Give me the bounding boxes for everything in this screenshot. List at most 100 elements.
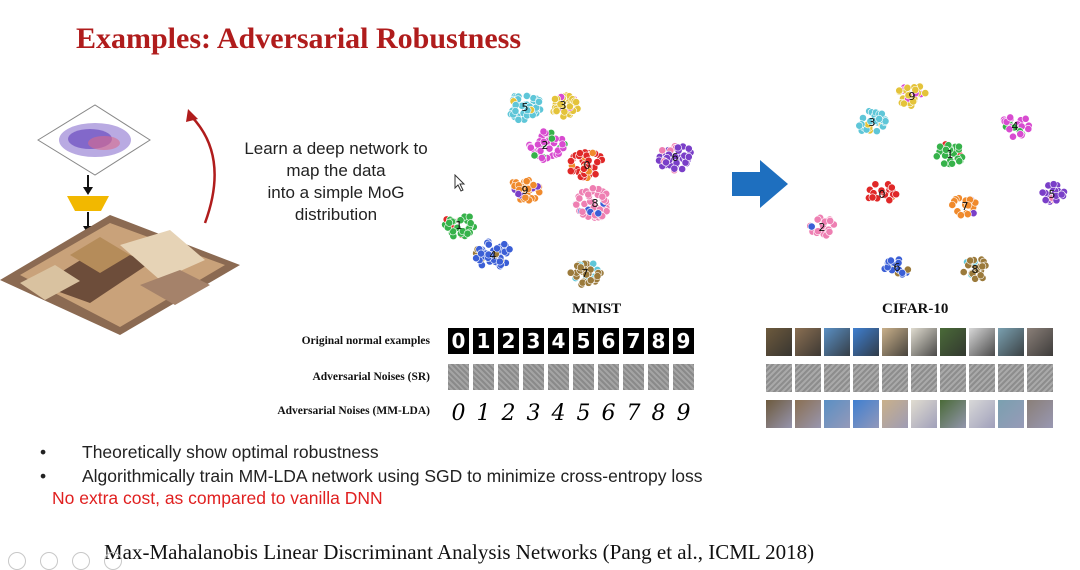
pen-icon[interactable] [40,552,58,570]
bullet-text: Theoretically show optimal robustness [82,441,379,462]
cluster-label: 9 [522,184,529,197]
bullet-list: •Theoretically show optimal robustness •… [40,440,702,488]
slides-icon[interactable] [72,552,90,570]
image-mosaic [0,215,240,335]
cluster: 5 [506,92,544,124]
mnist-adv-digit: 6 [601,400,616,426]
mnist-digit: 8 [648,328,669,354]
cifar-mmlda-row [766,400,1053,428]
citation: Max-Mahalanobis Linear Discriminant Anal… [104,540,815,564]
cluster-label: 7 [962,200,969,213]
cluster: 8 [959,255,990,283]
presentation-toolbar [8,552,122,570]
cifar-image [911,328,937,356]
cifar-adv-image [911,400,937,428]
noise-image [673,364,694,390]
noise-image [523,364,544,390]
cluster-label: 5 [1049,188,1056,201]
row-label-sr: Adversarial Noises (SR) [312,371,430,383]
mnist-digit: 9 [673,328,694,354]
intro-line: map the data [286,161,386,180]
cluster: 9 [895,82,930,110]
cluster-label: 3 [869,116,876,129]
cifar-adv-image [853,400,879,428]
cifar-adv-image [940,400,966,428]
cursor-icon [454,174,466,192]
cifar-adv-image [882,400,908,428]
red-note: No extra cost, as compared to vanilla DN… [52,488,383,508]
bullet-text: Algorithmically train MM-LDA network usi… [82,465,703,486]
mnist-adv-digit: 9 [676,400,691,426]
mnist-label: MNIST [572,301,622,317]
slide-title: Examples: Adversarial Robustness [76,22,522,55]
network-diagram [0,104,240,335]
cifar-image [853,328,879,356]
cifar-image [969,328,995,356]
mnist-digit: 3 [523,328,544,354]
intro-line: into a simple MoG [267,183,405,202]
cifar-image [824,328,850,356]
cifar-image [940,328,966,356]
noise-image [648,364,669,390]
cluster-label: 8 [972,263,979,276]
mnist-digit: 6 [598,328,619,354]
noise-image [853,364,879,392]
noise-image [969,364,995,392]
intro-line: distribution [294,205,378,224]
cluster-label: 7 [582,267,589,280]
cluster: 0 [864,180,901,205]
cluster-label: 1 [947,148,954,161]
noise-image [573,364,594,390]
curved-arrow-icon [189,114,216,224]
intro-text: Learn a deep network to map the data int… [238,138,434,230]
zoom-icon[interactable] [104,552,122,570]
cluster-label: 2 [542,139,549,152]
mnist-digit: 4 [548,328,569,354]
mnist-digit: 0 [448,328,469,354]
mnist-adv-digit: 2 [501,400,516,426]
cifar-image [795,328,821,356]
mnist-adv-digit: 8 [651,400,666,426]
noise-image [766,364,792,392]
mnist-adv-digit: 1 [476,400,491,426]
bullet-item: •Theoretically show optimal robustness [40,441,379,462]
noise-image [448,364,469,390]
cifar-label: CIFAR-10 [882,301,949,317]
cluster: 6 [880,255,912,279]
mnist-adv-digit: 4 [551,400,566,426]
cluster-label: 0 [584,159,591,172]
cluster-label: 5 [522,101,529,114]
cluster-label: 3 [560,99,567,112]
cluster-label: 0 [879,188,886,201]
noise-image [548,364,569,390]
cluster-label: 9 [909,90,916,103]
mnist-adv-digit: 3 [526,400,541,426]
cifar-original-row [766,328,1053,356]
cifar-image [998,328,1024,356]
noise-image [911,364,937,392]
intro-line: Learn a deep network to [244,139,428,158]
cluster: 2 [525,127,569,164]
cifar-adv-image [795,400,821,428]
cluster: 1 [441,212,478,241]
cifar-image [882,328,908,356]
funnel-icon [67,196,109,211]
cluster: 4 [472,237,514,271]
cluster: 7 [566,259,605,289]
noise-image [498,364,519,390]
noise-image [623,364,644,390]
prev-slide-icon[interactable] [8,552,26,570]
cluster-label: 6 [672,151,679,164]
cifar-adv-image [1027,400,1053,428]
cluster: 7 [948,194,980,220]
cluster: 0 [566,148,606,182]
mnist-adv-digit: 0 [451,400,466,426]
cifar-adv-image [998,400,1024,428]
cluster-label: 4 [1012,120,1019,133]
cluster-label: 1 [456,219,463,232]
cifar-image [766,328,792,356]
cluster: 3 [549,91,582,121]
